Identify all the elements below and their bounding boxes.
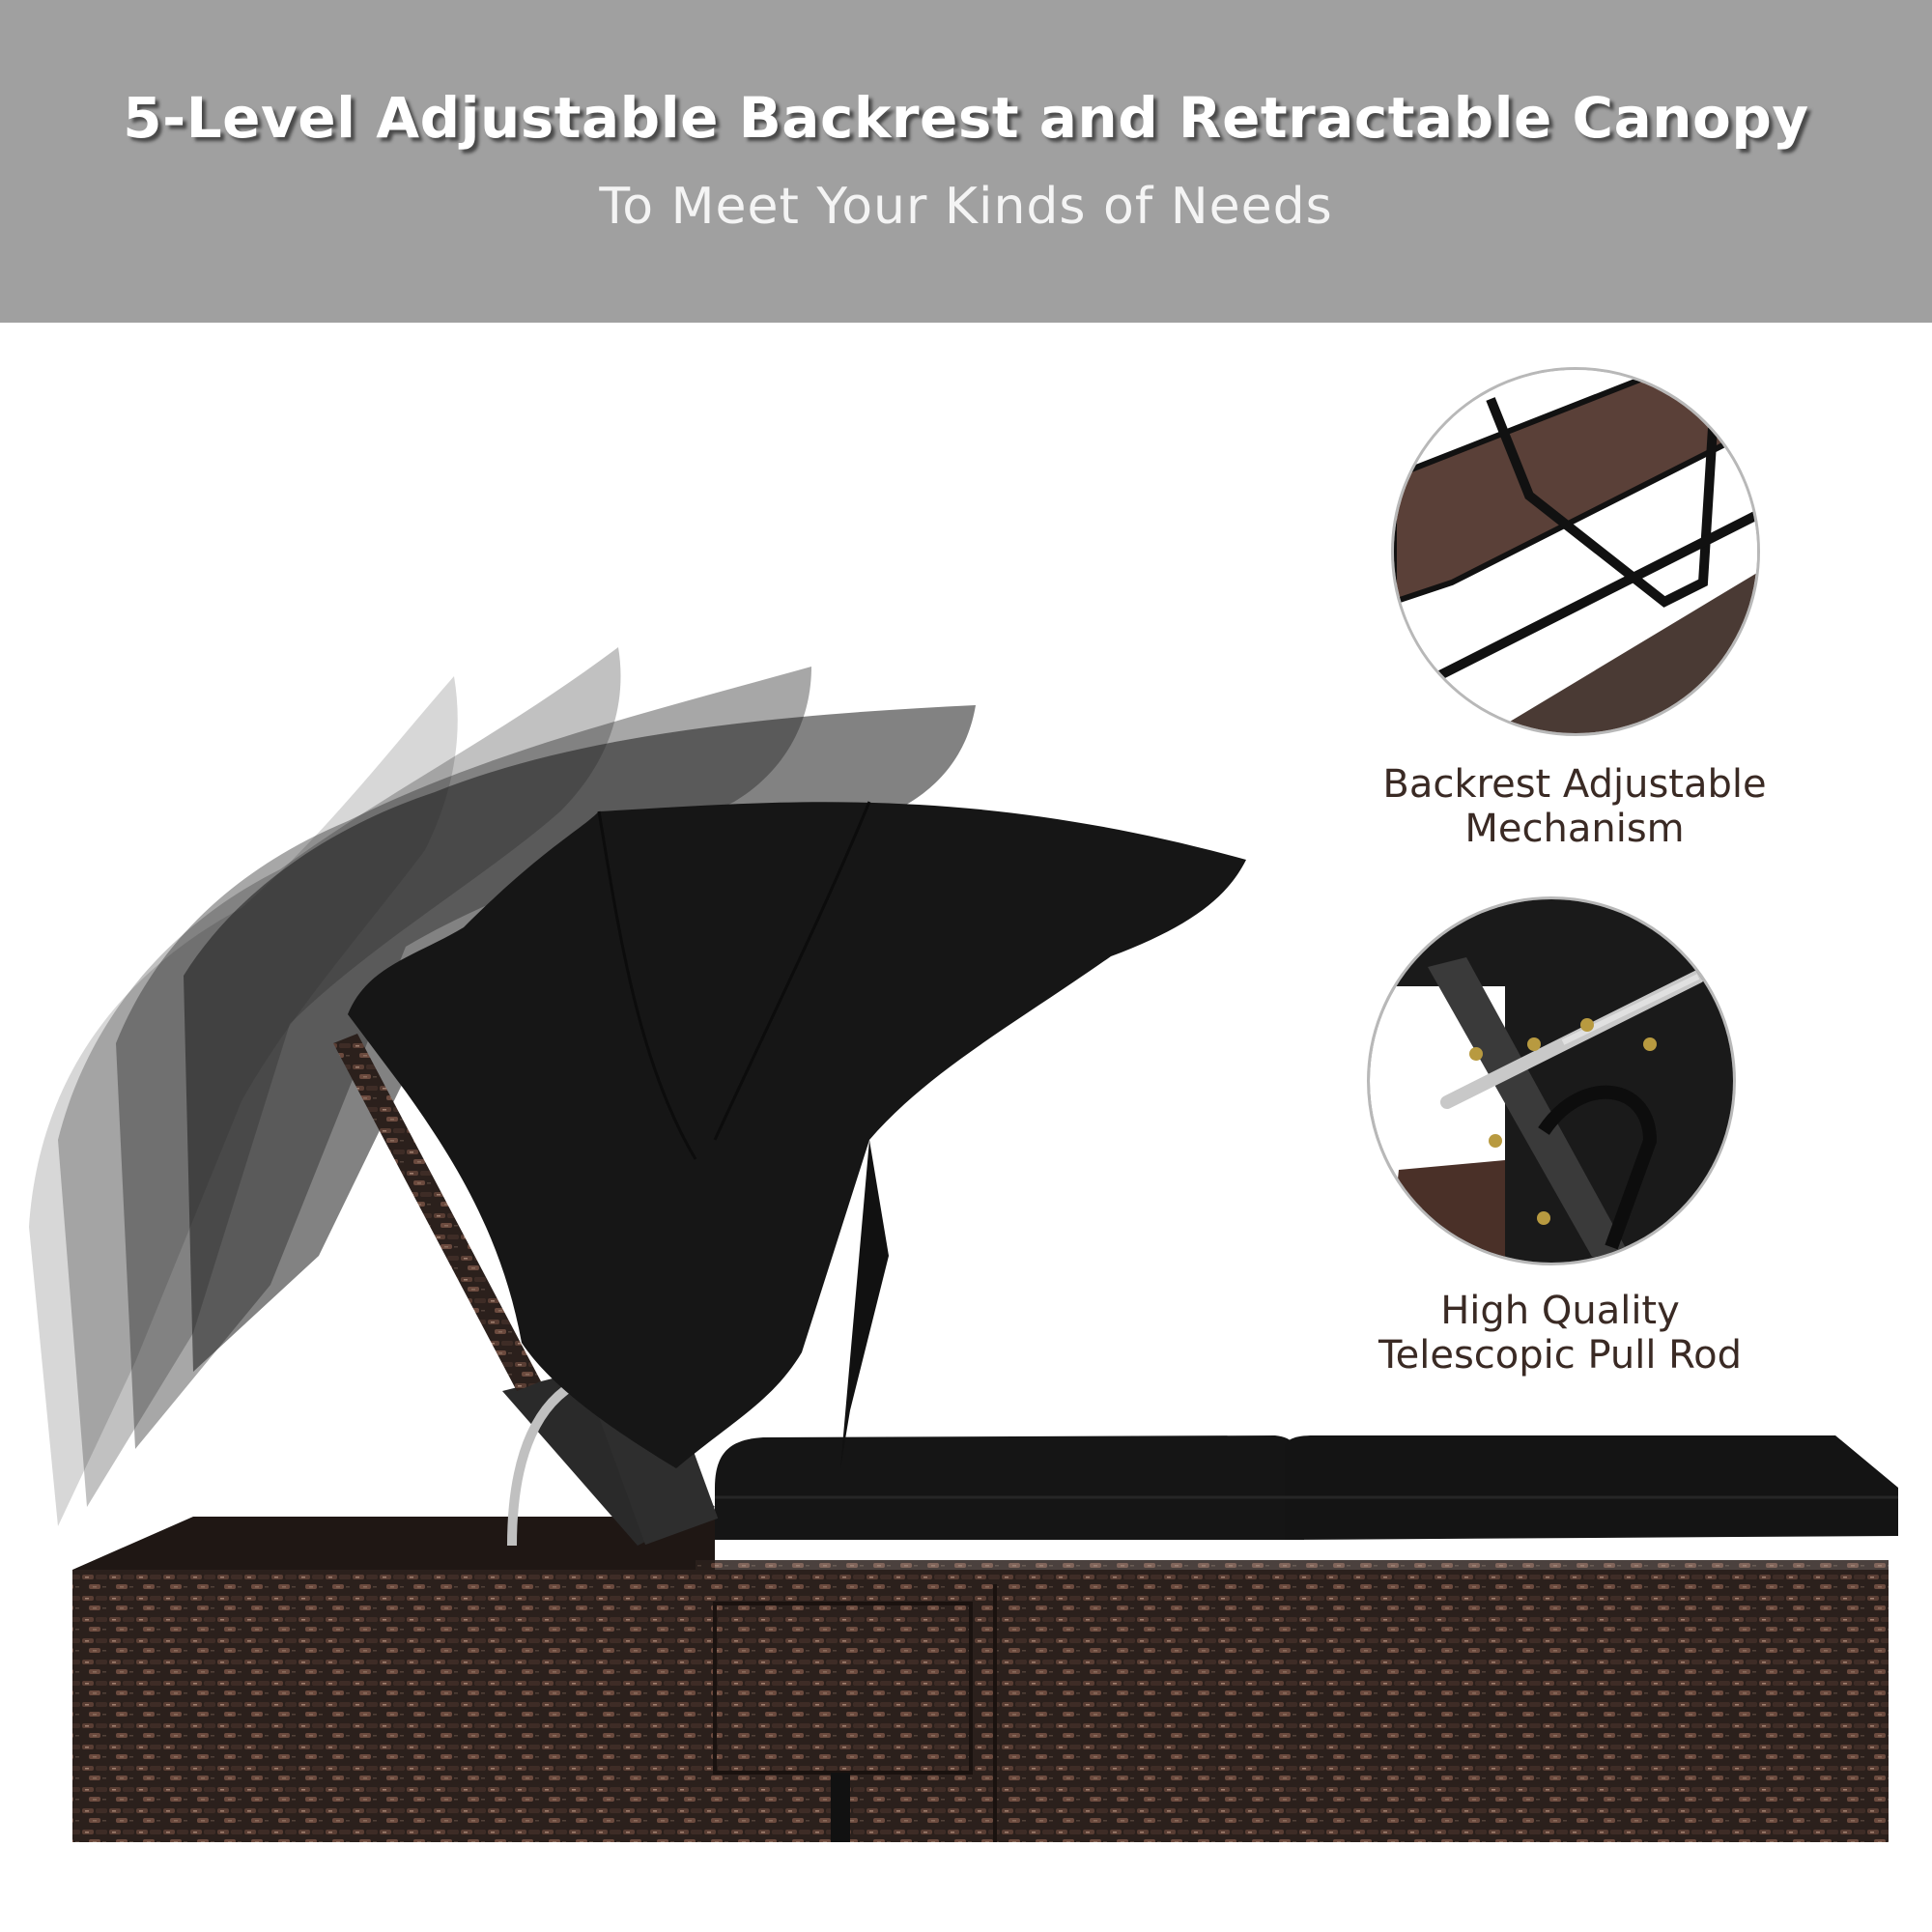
telescopic-rod-closeup	[1370, 899, 1733, 1263]
canopy-ghost-4	[184, 705, 976, 1372]
caption-line: Telescopic Pull Rod	[1378, 1333, 1743, 1378]
lounger-illustration	[29, 647, 1898, 1842]
lounger-base	[72, 1517, 1889, 1842]
canopy-main	[348, 801, 1246, 1468]
caption-line: Backrest Adjustable	[1382, 762, 1767, 807]
banner-title: 5-Level Adjustable Backrest and Retracta…	[123, 85, 1809, 151]
callout-backrest-mechanism-caption: Backrest Adjustable Mechanism	[1323, 762, 1826, 851]
callout-pull-rod-image	[1367, 896, 1736, 1265]
callout-backrest-mechanism-image	[1391, 367, 1760, 736]
product-scene: Backrest Adjustable Mechanism High Quali…	[0, 323, 1932, 1932]
header-banner: 5-Level Adjustable Backrest and Retracta…	[0, 0, 1932, 323]
backrest-frame-closeup	[1394, 370, 1757, 733]
cushions	[715, 1435, 1898, 1540]
banner-subtitle: To Meet Your Kinds of Needs	[599, 178, 1333, 236]
caption-line: High Quality	[1440, 1289, 1680, 1333]
callout-pull-rod-caption: High Quality Telescopic Pull Rod	[1309, 1289, 1811, 1378]
canopy-ghost-3	[116, 667, 811, 1449]
caption-line: Mechanism	[1464, 807, 1685, 851]
